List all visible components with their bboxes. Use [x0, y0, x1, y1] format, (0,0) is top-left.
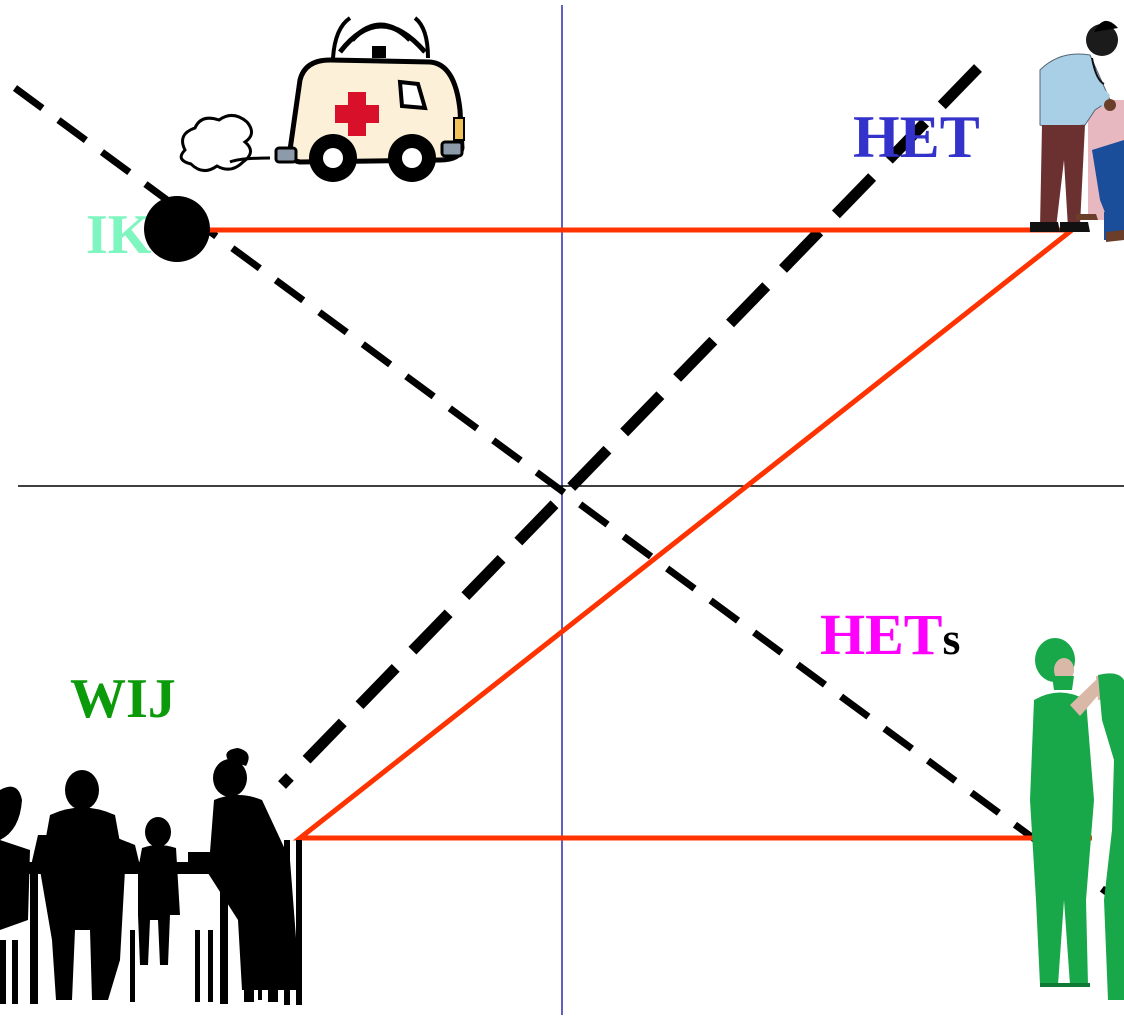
- doctor-patient-icon: [1030, 20, 1124, 242]
- ik-dot: [144, 196, 210, 262]
- label-hets: HETs: [820, 602, 960, 667]
- red-connector-path: [178, 227, 1092, 841]
- dashed-diagonal-ascending: [278, 64, 982, 789]
- surgeons-icon: [1030, 638, 1124, 1000]
- label-ik: IK: [86, 204, 152, 266]
- label-hets-suffix: s: [943, 613, 961, 664]
- label-het: HET: [853, 104, 980, 170]
- family-group-icon: [0, 748, 302, 1005]
- ambulance-icon: [179, 16, 465, 182]
- label-wij: WIJ: [70, 668, 176, 730]
- label-hets-main: HET: [820, 602, 943, 667]
